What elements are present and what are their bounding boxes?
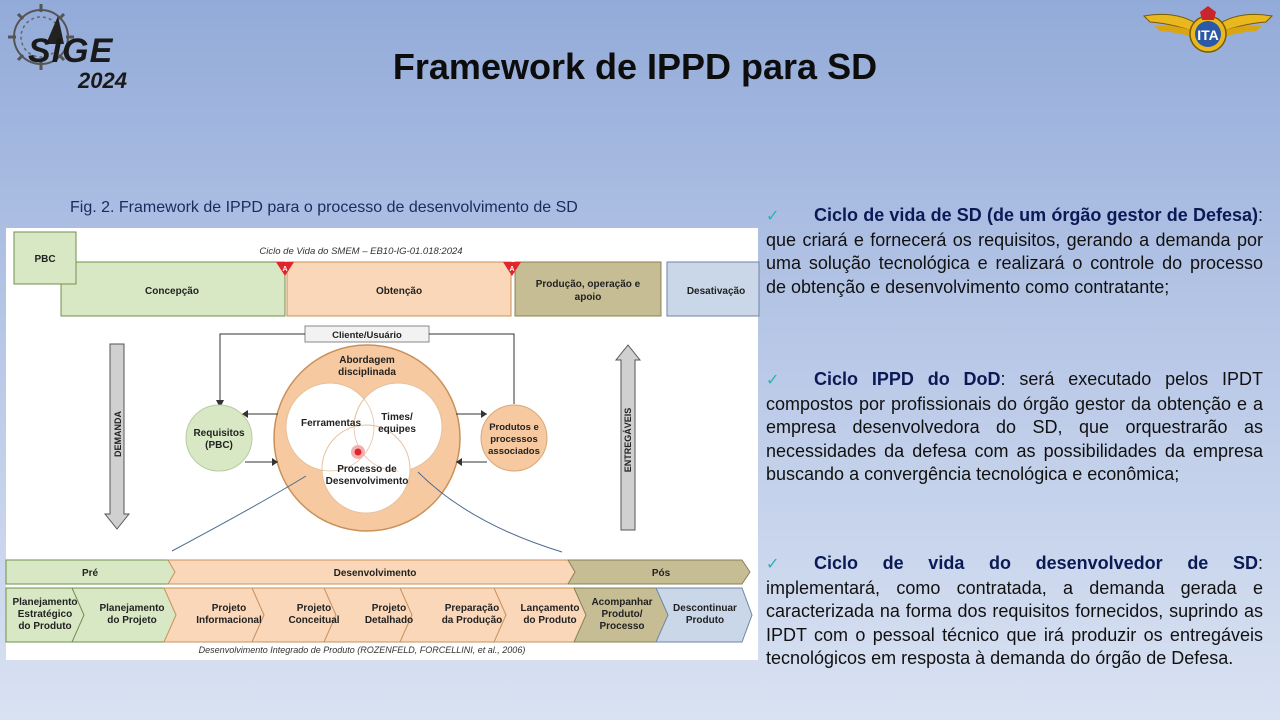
bullet-heading: Ciclo de vida do desenvolvedor de SD [814, 553, 1258, 573]
step-label: Conceitual [288, 615, 339, 626]
source-caption: Desenvolvimento Integrado de Produto (RO… [199, 645, 526, 655]
bullet-text: : implementará, como contratada, a deman… [766, 553, 1263, 668]
teams-label-1: Times/ [381, 412, 413, 423]
demand-label: DEMANDA [113, 411, 123, 457]
step-label: Processo [599, 621, 644, 632]
products-label-2: processos [490, 434, 538, 445]
ippd-framework-diagram: Ciclo de Vida do SMEM – EB10-IG-01.018:2… [0, 224, 765, 664]
phase-desativacao [666, 261, 760, 317]
milestone-label: A [509, 266, 514, 273]
check-icon: ✓ [766, 372, 780, 389]
bullet-text: : que criará e fornecerá os requisitos, … [766, 205, 1263, 297]
sige-logo-year: 2024 [78, 68, 127, 93]
phase-concepcao [60, 261, 286, 317]
bullet-heading: Ciclo de vida de SD (de um órgão gestor … [814, 205, 1258, 225]
step-label: Planejamento [12, 597, 77, 608]
step-label: Lançamento [521, 603, 580, 614]
svg-text:ITA: ITA [1197, 27, 1219, 43]
process-label-2: Desenvolvimento [326, 476, 409, 487]
approach-label-1: Abordagem [339, 355, 395, 366]
tools-label: Ferramentas [301, 418, 361, 429]
check-icon: ✓ [766, 556, 780, 573]
zoom-line-right [417, 471, 563, 553]
products-label-3: associados [488, 446, 540, 457]
client-to-requirements-line [219, 333, 305, 406]
bullet-item: ✓ Ciclo IPPD do DoD: será executado pelos… [766, 368, 1263, 487]
requirements-label-2: (PBC) [205, 440, 233, 451]
phase-producao-label-1: Produção, operação e [536, 279, 641, 290]
step-label: do Projeto [107, 615, 156, 626]
phase-obtencao [286, 261, 512, 317]
milestone-label: A [282, 266, 287, 273]
client-label: Cliente/Usuário [332, 330, 402, 341]
deliverables-arrow-icon [614, 344, 642, 531]
teams-label-2: equipes [378, 424, 416, 435]
products-to-client-line [429, 333, 515, 404]
step-label: Projeto [297, 603, 331, 614]
phase-producao-label-2: apoio [575, 292, 602, 303]
step-label: Projeto [372, 603, 406, 614]
sige-logo-text: SIGE [28, 32, 114, 70]
milestone-marker-icon [276, 262, 294, 276]
stage-post-label: Pós [652, 568, 671, 579]
center-dot-icon [354, 448, 362, 456]
check-icon: ✓ [766, 208, 780, 225]
step-label: Produto [686, 615, 724, 626]
step-label: da Produção [442, 615, 503, 626]
requirements-label-1: Requisitos [193, 428, 245, 439]
bullet-heading: Ciclo IPPD do DoD [814, 369, 1001, 389]
products-label-1: Produtos e [489, 422, 539, 433]
demand-arrow-icon [103, 343, 131, 530]
arrow-head-icon [216, 400, 224, 408]
sige-logo: SIGE 2024 [4, 2, 134, 94]
pbc-label: PBC [34, 254, 55, 265]
zoom-line-left [171, 475, 307, 552]
ita-emblem: ITA [1140, 4, 1276, 56]
phase-obtencao-label: Obtenção [376, 286, 422, 297]
figure-caption: Fig. 2. Framework de IPPD para o process… [70, 199, 578, 216]
milestone-marker-icon [503, 262, 521, 276]
step-label: Estratégico [18, 609, 72, 620]
step-label: Informacional [196, 615, 262, 626]
deliverables-label: ENTREGÁVEIS [623, 408, 633, 473]
slide-title: Framework de IPPD para SD [392, 46, 878, 87]
lifecycle-caption: Ciclo de Vida do SMEM – EB10-IG-01.018:2… [259, 246, 462, 257]
step-label: Projeto [212, 603, 246, 614]
stage-post [567, 559, 751, 585]
bullet-text: : será executado pelos IPDT compostos po… [766, 369, 1263, 484]
step-label: Acompanhar [591, 597, 652, 608]
step-label: do Produto [18, 621, 71, 632]
pbc-box [13, 231, 77, 285]
products-circle [480, 404, 548, 472]
process-label-1: Processo de [337, 464, 397, 475]
process-circle [321, 424, 411, 514]
phase-producao [514, 261, 662, 317]
step-label: do Produto [523, 615, 576, 626]
approach-label-2: disciplinada [338, 367, 396, 378]
winged-emblem-icon: ITA [1142, 6, 1274, 53]
step-label: Produto/ [601, 609, 642, 620]
stage-development-label: Desenvolvimento [334, 568, 417, 579]
gear-icon [8, 4, 74, 70]
stage-pre-label: Pré [82, 568, 99, 579]
step-label: Preparação [445, 603, 499, 614]
bullet-item: ✓ Ciclo de vida do desenvolvedor de SD: i… [766, 552, 1263, 671]
phase-desativacao-label: Desativação [687, 286, 745, 297]
step-chevron [655, 587, 753, 643]
requirements-circle [185, 404, 253, 472]
bullet-item: ✓ Ciclo de vida de SD (de um órgão gestor… [766, 204, 1263, 299]
step-label: Planejamento [99, 603, 164, 614]
phase-concepcao-label: Concepção [145, 286, 199, 297]
step-label: Descontinuar [673, 603, 737, 614]
step-label: Detalhado [365, 615, 413, 626]
